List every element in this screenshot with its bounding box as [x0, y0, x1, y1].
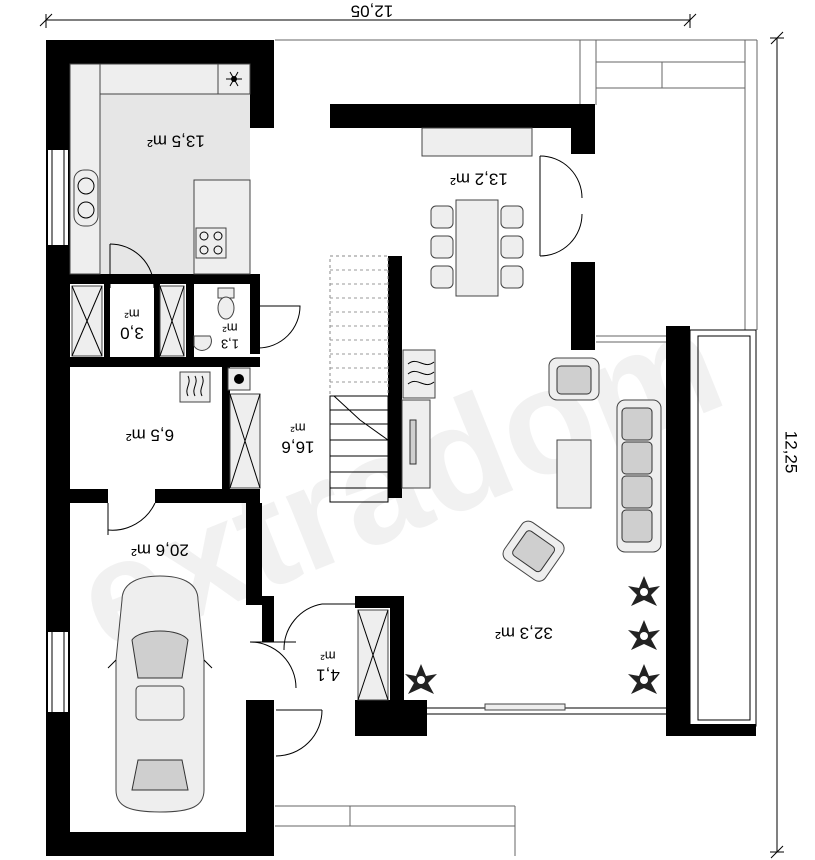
room-label-living: 32,3 m²: [495, 624, 553, 643]
coffee-table: [556, 439, 592, 509]
svg-text:m²: m²: [222, 321, 238, 336]
svg-text:20,6 m²: 20,6 m²: [131, 541, 189, 560]
toilet-icon: [217, 287, 235, 320]
svg-text:m²: m²: [290, 421, 306, 436]
fireplace-icon: [402, 349, 436, 399]
dimension-height-label: 12,25: [782, 431, 801, 474]
pantry-shelves: [71, 285, 185, 357]
svg-text:13,2 m²: 13,2 m²: [450, 170, 508, 189]
tv-icon: [409, 419, 417, 465]
doors: [107, 155, 583, 757]
room-label-hall: 16,6 m²: [281, 421, 314, 457]
boiler-unit: [227, 367, 261, 489]
room-label-wc: 1,3 m²: [221, 321, 239, 352]
staircase: [329, 255, 389, 503]
svg-text:m²: m²: [124, 307, 140, 322]
svg-text:4,1: 4,1: [316, 666, 340, 685]
svg-text:13,5 m²: 13,5 m²: [147, 132, 205, 151]
dimension-height: 12,25: [770, 31, 801, 859]
dimension-width-label: 12,05: [351, 2, 394, 21]
dining-set: [421, 127, 533, 297]
snowflake-icon: [226, 71, 242, 87]
sink-icon: [73, 169, 99, 227]
kitchen-furniture: [69, 63, 251, 275]
stove-icon: [195, 227, 227, 259]
svg-text:32,3 m²: 32,3 m²: [495, 624, 553, 643]
svg-text:16,6: 16,6: [281, 438, 314, 457]
room-label-vestibule: 4,1 m²: [316, 649, 340, 685]
car-icon: [107, 575, 213, 813]
room-label-boiler: 6,5 m²: [126, 426, 175, 445]
wc-sink-icon: [193, 335, 212, 351]
room-label-kitchen: 13,5 m²: [147, 132, 205, 151]
heater-icon: [179, 371, 211, 403]
plant-icon: [405, 576, 660, 694]
armchair-angled: [502, 520, 565, 582]
room-label-pantry: 3,0 m²: [120, 307, 144, 343]
room-label-garage: 20,6 m²: [131, 541, 189, 560]
room-label-dining: 13,2 m²: [450, 170, 508, 189]
svg-text:1,3: 1,3: [221, 337, 239, 352]
living-furniture: [502, 357, 662, 582]
svg-text:6,5 m²: 6,5 m²: [126, 426, 175, 445]
vestibule-wardrobe: [357, 609, 389, 701]
svg-text:m²: m²: [320, 649, 336, 664]
svg-text:3,0: 3,0: [120, 324, 144, 343]
walls: [46, 40, 756, 856]
dimension-width: 12,05: [39, 2, 697, 28]
